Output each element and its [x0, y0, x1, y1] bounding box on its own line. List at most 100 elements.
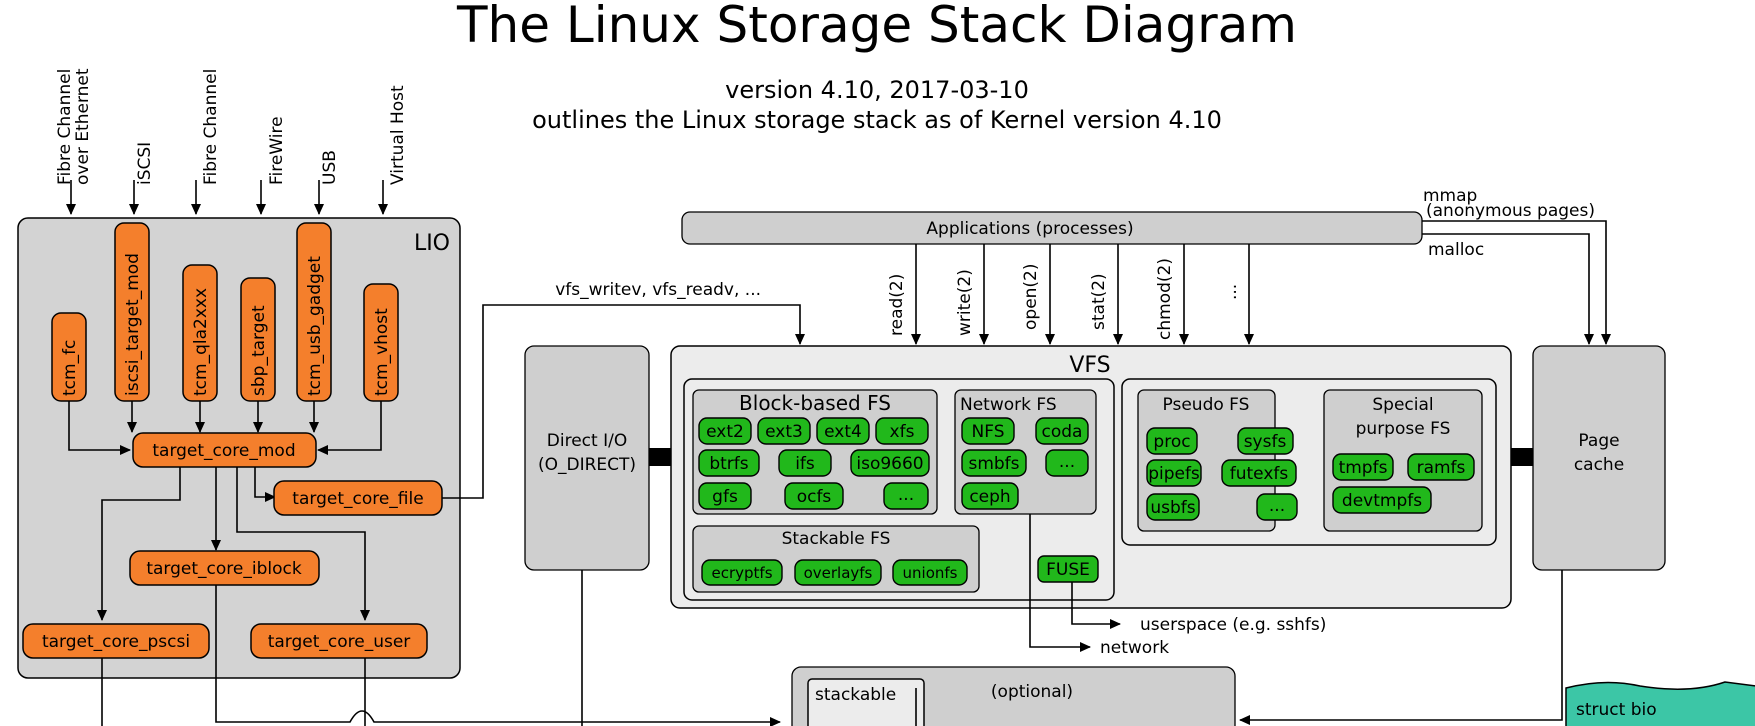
fs-item — [883, 482, 929, 510]
stackable-fs-title: Stackable FS — [782, 529, 891, 549]
svg-text:...: ... — [898, 485, 914, 505]
svg-text:iscsi_target_mod: iscsi_target_mod — [123, 253, 143, 396]
lio-down-lines — [101, 585, 781, 726]
direct-io-label: Direct I/O — [547, 431, 627, 451]
network-fs-title: Network FS — [960, 395, 1057, 415]
svg-text:gfs: gfs — [712, 487, 738, 507]
svg-text:unionfs: unionfs — [903, 564, 958, 582]
fs-item — [892, 559, 968, 586]
fs-item — [794, 559, 882, 586]
target-core-pscsi — [22, 623, 210, 659]
direct-io-connector — [649, 448, 671, 466]
struct-bio-label: struct bio — [1576, 700, 1657, 720]
svg-text:ecryptfs: ecryptfs — [711, 564, 772, 582]
svg-text:tcm_vhost: tcm_vhost — [372, 308, 392, 396]
fs-item — [1146, 493, 1200, 521]
fs-item — [1332, 486, 1432, 514]
lio-title: LIO — [414, 231, 450, 256]
page-cache-label-1: Page — [1578, 431, 1619, 451]
svg-text:devtmpfs: devtmpfs — [1342, 491, 1422, 511]
svg-text:write(2): write(2) — [955, 269, 975, 336]
svg-text:ifs: ifs — [795, 454, 815, 474]
target-core-user — [250, 623, 428, 659]
svg-text:btrfs: btrfs — [709, 454, 748, 474]
svg-text:pipefs: pipefs — [1148, 464, 1200, 484]
diagram-description: outlines the Linux storage stack as of K… — [532, 106, 1222, 134]
diagram-title: The Linux Storage Stack Diagram — [456, 0, 1297, 54]
network-label: network — [1100, 638, 1169, 658]
svg-text:usbfs: usbfs — [1150, 498, 1195, 518]
svg-text:sysfs: sysfs — [1244, 432, 1287, 452]
svg-text:xfs: xfs — [890, 422, 915, 442]
anon-pages-label: (anonymous pages) — [1426, 201, 1595, 221]
svg-text:tcm_qla2xxx: tcm_qla2xxx — [191, 288, 211, 396]
fs-item — [698, 482, 752, 510]
target-core-mod-label: target_core_mod — [152, 441, 295, 461]
network-fs-items: NFS coda smbfs ... ceph — [961, 417, 1089, 510]
lio-backend-arrows — [97, 467, 370, 621]
fs-item — [1146, 459, 1202, 487]
svg-text:overlayfs: overlayfs — [804, 564, 873, 582]
target-core-user-label: target_core_user — [268, 632, 411, 652]
fs-item — [850, 449, 930, 477]
fs-item — [1237, 427, 1294, 455]
fuse-label: FUSE — [1046, 560, 1090, 580]
fs-item — [701, 559, 783, 586]
diagram-version: version 4.10, 2017-03-10 — [725, 76, 1029, 104]
svg-text:stat(2): stat(2) — [1089, 273, 1109, 330]
svg-text:open(2): open(2) — [1021, 263, 1041, 330]
syscalls: read(2) write(2) open(2) stat(2) chmod(2… — [887, 244, 1254, 345]
svg-text:coda: coda — [1042, 422, 1083, 442]
fs-item — [784, 482, 844, 510]
fuse-userspace-arrow — [1071, 582, 1121, 629]
fs-item — [1407, 453, 1475, 481]
fs-item — [698, 417, 752, 445]
special-fs-items: tmpfs ramfs devtmpfs — [1332, 453, 1475, 514]
svg-text:iso9660: iso9660 — [856, 454, 923, 474]
svg-text:ext2: ext2 — [706, 422, 744, 442]
svg-text:tmpfs: tmpfs — [1339, 458, 1388, 478]
stackable-label: stackable — [815, 685, 896, 705]
target-core-file-label: target_core_file — [292, 489, 423, 509]
svg-text:ext4: ext4 — [824, 422, 862, 442]
page-cache-connector — [1511, 448, 1533, 466]
input-label-firewire: FireWire — [267, 116, 287, 185]
svg-text:...: ... — [1059, 452, 1075, 472]
fs-item — [1332, 453, 1394, 481]
lio-input-arrows — [66, 180, 388, 215]
fs-item — [961, 449, 1027, 477]
input-label-fcoe-2: over Ethernet — [73, 68, 93, 185]
svg-text:proc: proc — [1153, 432, 1190, 452]
lio-fabric-modules: tcm_fc iscsi_target_mod tcm_qla2xxx sbp_… — [51, 222, 399, 402]
special-fs-title-2: purpose FS — [1356, 419, 1451, 439]
applications-box — [681, 211, 1423, 245]
page-cache-label-2: cache — [1574, 455, 1624, 475]
malloc-label: malloc — [1428, 240, 1484, 260]
block-fs-title: Block-based FS — [739, 391, 891, 415]
fs-item — [1045, 449, 1089, 477]
target-core-iblock-label: target_core_iblock — [146, 559, 301, 579]
pseudo-fs-items: proc sysfs pipefs futexfs usbfs ... — [1146, 427, 1298, 521]
svg-text:tcm_fc: tcm_fc — [60, 340, 80, 396]
page-cache-box — [1532, 345, 1666, 571]
svg-text:NFS: NFS — [972, 422, 1005, 442]
svg-text:tcm_usb_gadget: tcm_usb_gadget — [305, 256, 325, 396]
mmap-label: mmap — [1423, 186, 1477, 206]
fs-item — [1035, 417, 1089, 445]
fs-item — [816, 417, 870, 445]
input-label-usb: USB — [320, 150, 340, 185]
lio-module-arrows — [68, 401, 382, 455]
svg-text:ext3: ext3 — [765, 422, 803, 442]
file-to-vfs-arrow — [442, 304, 805, 499]
fs-item — [961, 417, 1015, 445]
target-core-pscsi-label: target_core_pscsi — [42, 632, 190, 652]
svg-text:ramfs: ramfs — [1417, 458, 1466, 478]
fs-item — [698, 449, 760, 477]
pseudo-fs-title: Pseudo FS — [1163, 395, 1250, 415]
input-label-vhost: Virtual Host — [388, 85, 408, 185]
userspace-label: userspace (e.g. sshfs) — [1140, 615, 1326, 635]
fs-item — [875, 417, 929, 445]
fs-item — [1256, 493, 1298, 521]
svg-text:...: ... — [1269, 496, 1285, 516]
fuse-box — [1037, 555, 1099, 583]
